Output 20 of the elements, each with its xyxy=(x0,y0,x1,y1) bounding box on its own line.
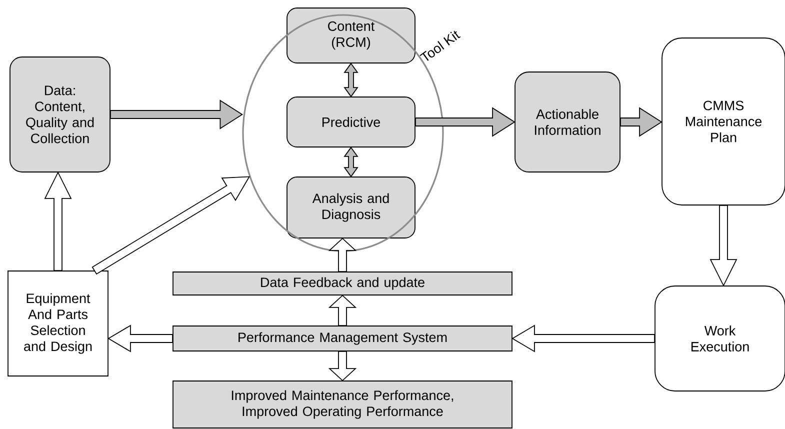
process-box: Actionable Information xyxy=(514,72,620,172)
block-arrow xyxy=(110,100,244,130)
block-arrow xyxy=(328,238,357,272)
process-bar: Improved Maintenance Performance, Improved Operating Performance xyxy=(172,380,512,428)
circle-label: Tool Kit xyxy=(420,30,461,61)
block-arrow xyxy=(44,171,72,271)
block-arrow xyxy=(328,294,357,326)
process-box: CMMS Maintenance Plan xyxy=(662,38,785,206)
block-arrow xyxy=(620,107,662,137)
process-box: Work Execution xyxy=(654,286,785,392)
process-box: Data: Content, Quality and Collection xyxy=(10,56,110,172)
block-arrow xyxy=(710,205,738,287)
block-arrow xyxy=(328,351,357,382)
process-box: Equipment And Parts Selection and Design xyxy=(8,270,108,376)
process-bar: Data Feedback and update xyxy=(172,272,512,296)
block-arrow xyxy=(415,107,516,137)
process-box: Content (RCM) xyxy=(286,8,416,64)
block-arrow xyxy=(512,324,655,352)
block-arrow xyxy=(108,324,173,352)
process-bar: Performance Management System xyxy=(172,326,512,352)
